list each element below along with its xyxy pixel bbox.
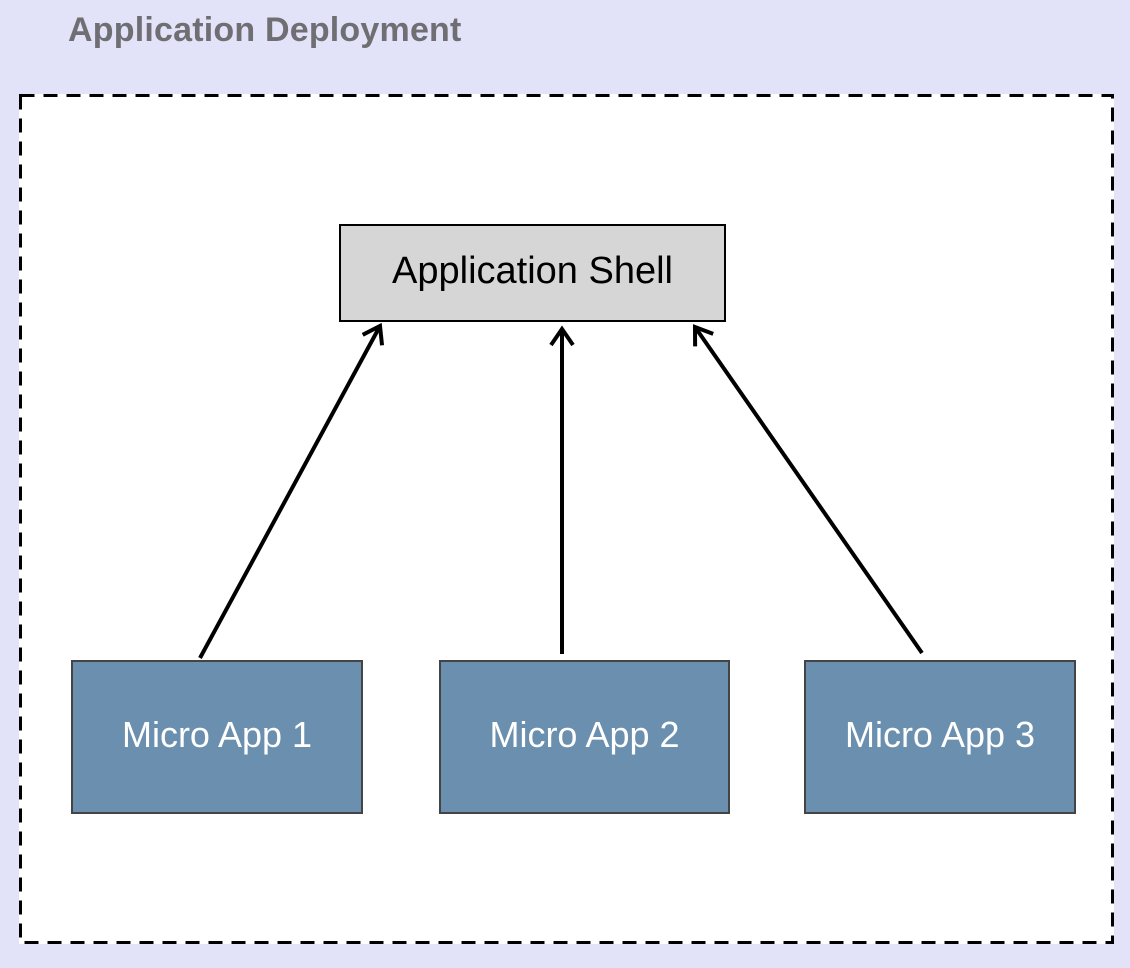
page-title: Application Deployment bbox=[68, 11, 462, 49]
connector-layer bbox=[19, 94, 1114, 944]
node-micro-app-2: Micro App 2 bbox=[439, 660, 730, 814]
deployment-boundary: Application Shell Micro App 1 Micro App … bbox=[19, 94, 1114, 944]
node-micro-app-3-label: Micro App 3 bbox=[844, 714, 1036, 755]
connector-microapp3-to-shell bbox=[692, 324, 924, 655]
node-micro-app-1: Micro App 1 bbox=[71, 660, 363, 814]
connector-microapp1-to-shell bbox=[198, 322, 385, 659]
node-application-shell-label: Application Shell bbox=[392, 250, 673, 292]
node-micro-app-3: Micro App 3 bbox=[804, 660, 1076, 814]
node-application-shell: Application Shell bbox=[339, 224, 726, 322]
dashed-border bbox=[19, 94, 1114, 944]
node-micro-app-2-label: Micro App 2 bbox=[489, 714, 680, 755]
node-micro-app-1-label: Micro App 1 bbox=[121, 714, 313, 755]
